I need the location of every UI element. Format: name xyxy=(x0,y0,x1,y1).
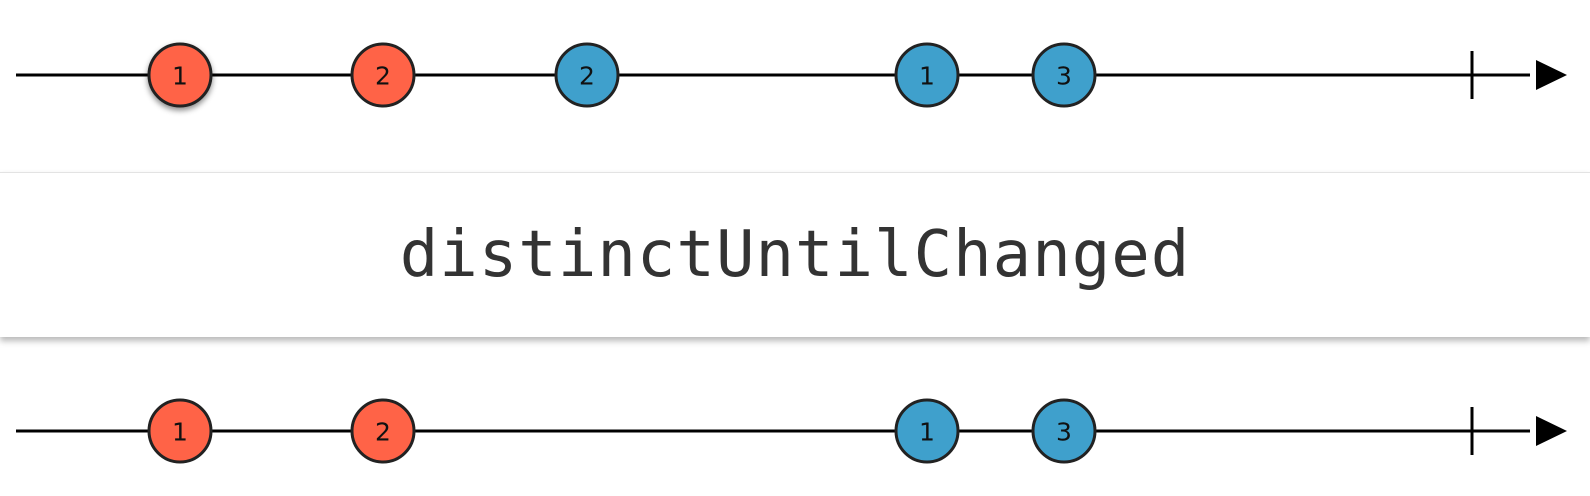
input-marble-label: 2 xyxy=(579,62,595,91)
output-marble: 3 xyxy=(1031,398,1097,464)
operator-label: distinctUntilChanged xyxy=(399,218,1191,292)
input-marble-circle xyxy=(1031,42,1097,108)
input-arrow-icon xyxy=(1536,60,1567,90)
input-marble-circle xyxy=(554,42,620,108)
input-marble-label: 1 xyxy=(919,62,935,91)
input-marble-label: 2 xyxy=(375,62,391,91)
output-marble-circle xyxy=(350,398,416,464)
input-marble: 2 xyxy=(554,42,620,108)
output-marble-label: 1 xyxy=(172,418,188,447)
output-marble-label: 2 xyxy=(375,418,391,447)
input-marble-label: 1 xyxy=(172,62,188,91)
output-marble-circle xyxy=(147,398,213,464)
input-timeline: 1 2 2 1 3 xyxy=(16,42,1567,108)
input-marble-circle xyxy=(350,42,416,108)
output-marble-circle xyxy=(1031,398,1097,464)
input-marble-circle xyxy=(894,42,960,108)
input-marble: 1 xyxy=(147,42,213,108)
input-marble-label: 3 xyxy=(1056,62,1072,91)
output-marble: 1 xyxy=(894,398,960,464)
output-marble: 2 xyxy=(350,398,416,464)
input-marble: 1 xyxy=(894,42,960,108)
output-marble: 1 xyxy=(147,398,213,464)
operator-box: distinctUntilChanged xyxy=(0,172,1590,337)
input-marble-circle xyxy=(147,42,213,108)
output-timeline: 1 2 1 3 xyxy=(16,398,1567,464)
output-arrow-icon xyxy=(1536,416,1567,446)
output-marble-circle xyxy=(894,398,960,464)
input-marble: 3 xyxy=(1031,42,1097,108)
output-marble-label: 1 xyxy=(919,418,935,447)
output-marble-label: 3 xyxy=(1056,418,1072,447)
input-marble: 2 xyxy=(350,42,416,108)
